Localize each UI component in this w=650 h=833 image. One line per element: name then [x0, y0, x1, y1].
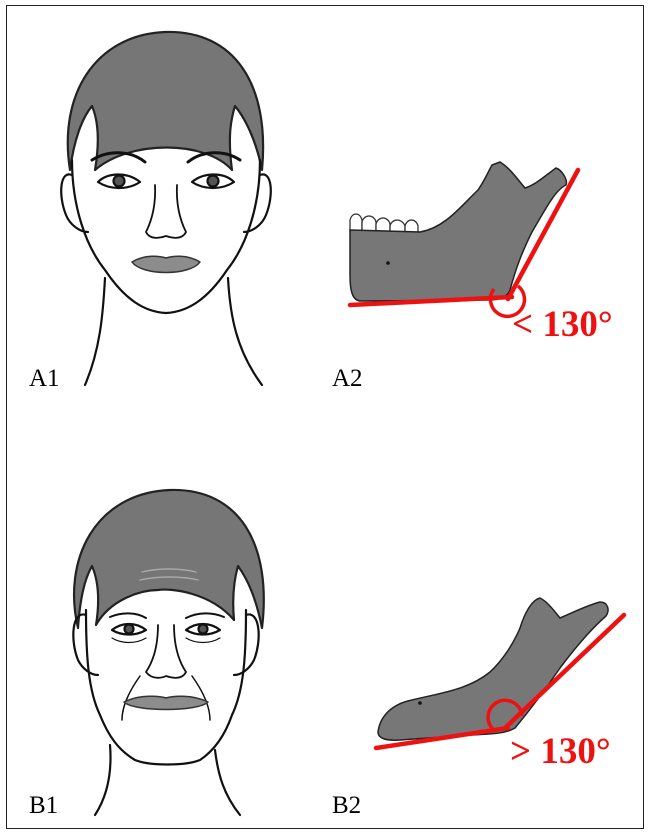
- panel-label-b2: B2: [332, 793, 361, 818]
- aged-mandible-bone: [378, 598, 608, 740]
- young-lips: [132, 256, 200, 272]
- young-iris-right: [208, 176, 219, 187]
- aged-neck-right: [215, 750, 240, 815]
- aged-mandible-illustration: [376, 598, 624, 748]
- aged-lips: [124, 696, 208, 709]
- aged-eyebag-left: [112, 638, 146, 643]
- aged-neck-left: [95, 745, 110, 815]
- aged-brow-right: [186, 613, 224, 618]
- young-nose: [146, 185, 186, 238]
- young-hair: [68, 32, 263, 170]
- panel-label-a2: A2: [332, 366, 363, 391]
- young-ear-right: [244, 174, 271, 232]
- aged-face-outline: [86, 610, 246, 765]
- young-mental-foramen: [386, 261, 390, 265]
- aged-brow-left: [110, 613, 146, 618]
- young-ear-left: [61, 174, 88, 232]
- aged-nose: [146, 625, 186, 678]
- aged-face-illustration: [73, 490, 263, 815]
- young-mandible-illustration: [350, 162, 578, 316]
- aged-eyebag-right: [186, 638, 220, 643]
- young-angle-label: < 130°: [512, 306, 613, 343]
- panel-label-b1: B1: [29, 793, 58, 818]
- young-neck-right: [228, 278, 262, 385]
- young-iris-left: [114, 176, 125, 187]
- young-face-illustration: [61, 32, 271, 385]
- young-neck-left: [85, 278, 105, 385]
- aged-iris-right: [199, 625, 208, 634]
- aged-hair: [74, 490, 264, 628]
- aged-mental-foramen: [418, 701, 422, 705]
- panel-label-a1: A1: [29, 366, 60, 391]
- aged-iris-left: [125, 625, 134, 634]
- young-mandible-bone: [350, 162, 566, 301]
- aged-angle-label: > 130°: [510, 733, 611, 770]
